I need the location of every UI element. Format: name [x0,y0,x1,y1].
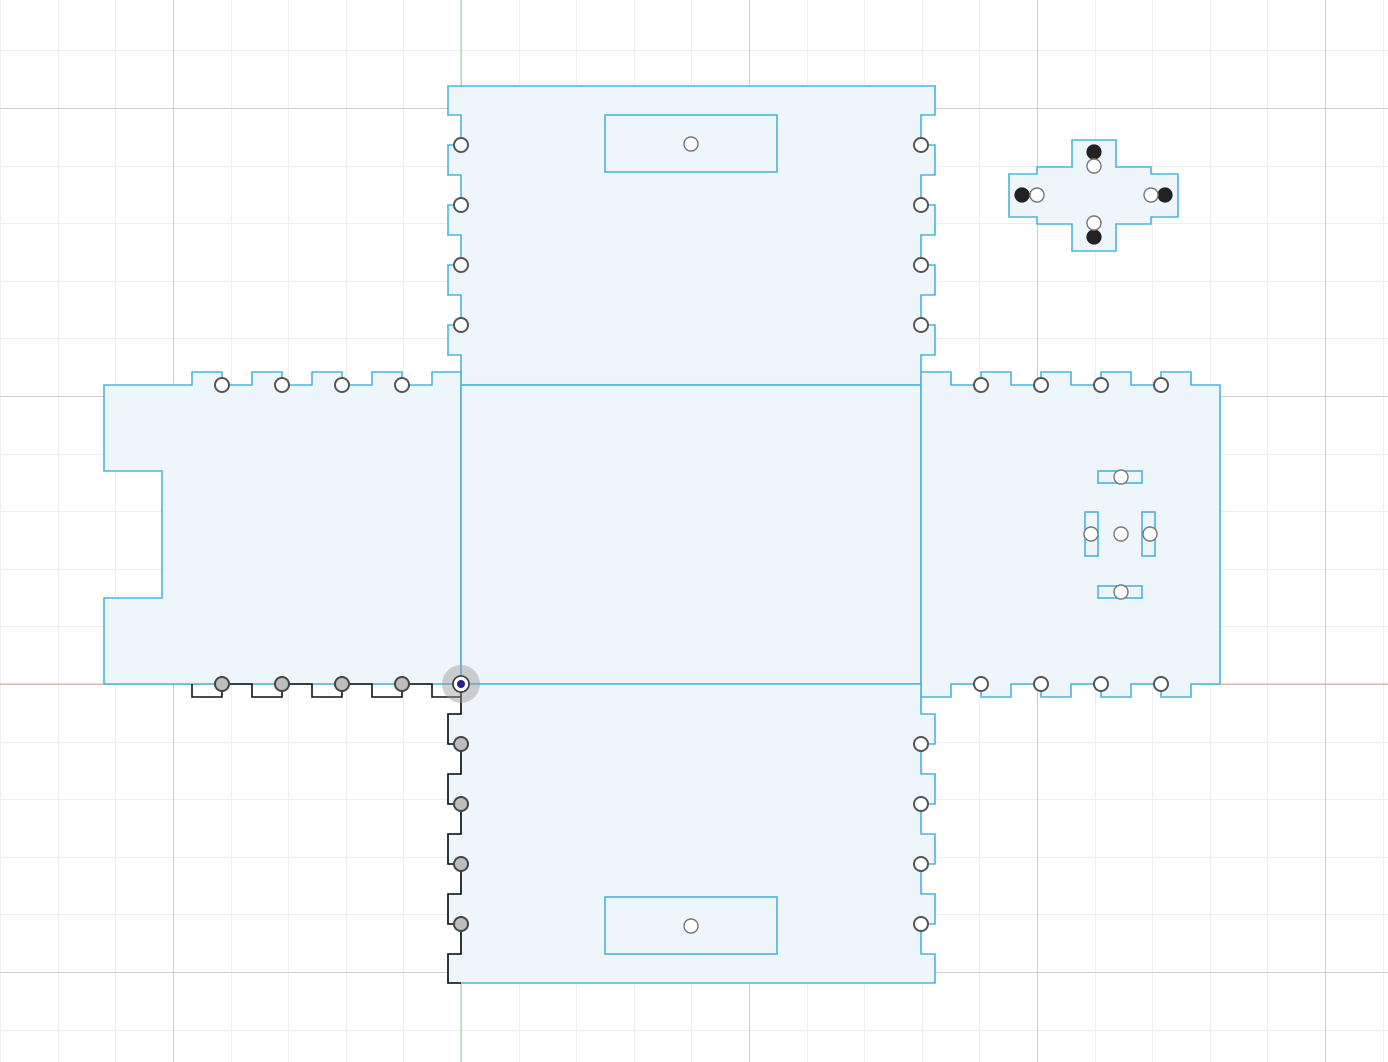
bottom-flap-profile[interactable] [447,683,936,984]
right-flap-profile[interactable] [920,371,1221,698]
sketch-point[interactable] [453,197,469,213]
selected-sketch-point[interactable] [453,736,469,752]
sketch-point[interactable] [973,377,989,393]
sketch-point[interactable] [334,377,350,393]
bottom-slot[interactable] [604,896,778,955]
selected-sketch-point[interactable] [214,676,230,692]
selected-sketch-point[interactable] [394,676,410,692]
selected-sketch-point[interactable] [453,916,469,932]
slot-center-point[interactable] [1083,526,1099,542]
selected-sketch-point[interactable] [453,856,469,872]
slot-center-point[interactable] [1113,584,1129,600]
selected-edge-left-flap[interactable] [191,683,461,698]
selected-sketch-point[interactable] [274,676,290,692]
sketch-point[interactable] [1033,377,1049,393]
left-flap-profile[interactable] [103,371,462,685]
center-point[interactable] [1113,526,1129,542]
selected-edge-bottom-flap[interactable] [447,684,462,984]
slot-center-point[interactable] [1142,526,1158,542]
sketch-point[interactable] [1093,676,1109,692]
sketch-points [214,136,1173,934]
origin-dot [457,680,465,688]
sketch-point[interactable] [913,257,929,273]
sketch-point[interactable] [1029,187,1045,203]
sketch-point[interactable] [913,137,929,153]
sketch-point[interactable] [973,676,989,692]
sketch-point[interactable] [1143,187,1159,203]
sketch-point[interactable] [913,736,929,752]
fixed-point[interactable] [1086,144,1102,160]
sketch-point[interactable] [1086,158,1102,174]
sketch-point[interactable] [1033,676,1049,692]
slot-center-point[interactable] [683,136,699,152]
sketch-point[interactable] [913,916,929,932]
fixed-point[interactable] [1014,187,1030,203]
sketch-point[interactable] [394,377,410,393]
slot-center-point[interactable] [683,918,699,934]
selected-sketch-point[interactable] [453,796,469,812]
sketch-point[interactable] [453,317,469,333]
sketch-point[interactable] [913,197,929,213]
sketch-point[interactable] [913,796,929,812]
sketch-point[interactable] [913,317,929,333]
sketch-point[interactable] [1153,377,1169,393]
selected-sketch-point[interactable] [334,676,350,692]
top-flap-profile[interactable] [447,85,936,386]
fixed-point[interactable] [1086,229,1102,245]
sketch-point[interactable] [1093,377,1109,393]
cross-piece-profile[interactable] [1008,139,1179,252]
sketch-point[interactable] [1153,676,1169,692]
top-slot[interactable] [604,114,778,173]
sketch-point[interactable] [274,377,290,393]
sketch-point[interactable] [214,377,230,393]
sketch-point[interactable] [453,137,469,153]
slot-center-point[interactable] [1113,469,1129,485]
sketch-point[interactable] [453,257,469,273]
center-face[interactable] [460,384,922,685]
origin-point[interactable] [442,665,480,703]
sketch-point[interactable] [1086,215,1102,231]
fixed-point[interactable] [1157,187,1173,203]
sketch-point[interactable] [913,856,929,872]
